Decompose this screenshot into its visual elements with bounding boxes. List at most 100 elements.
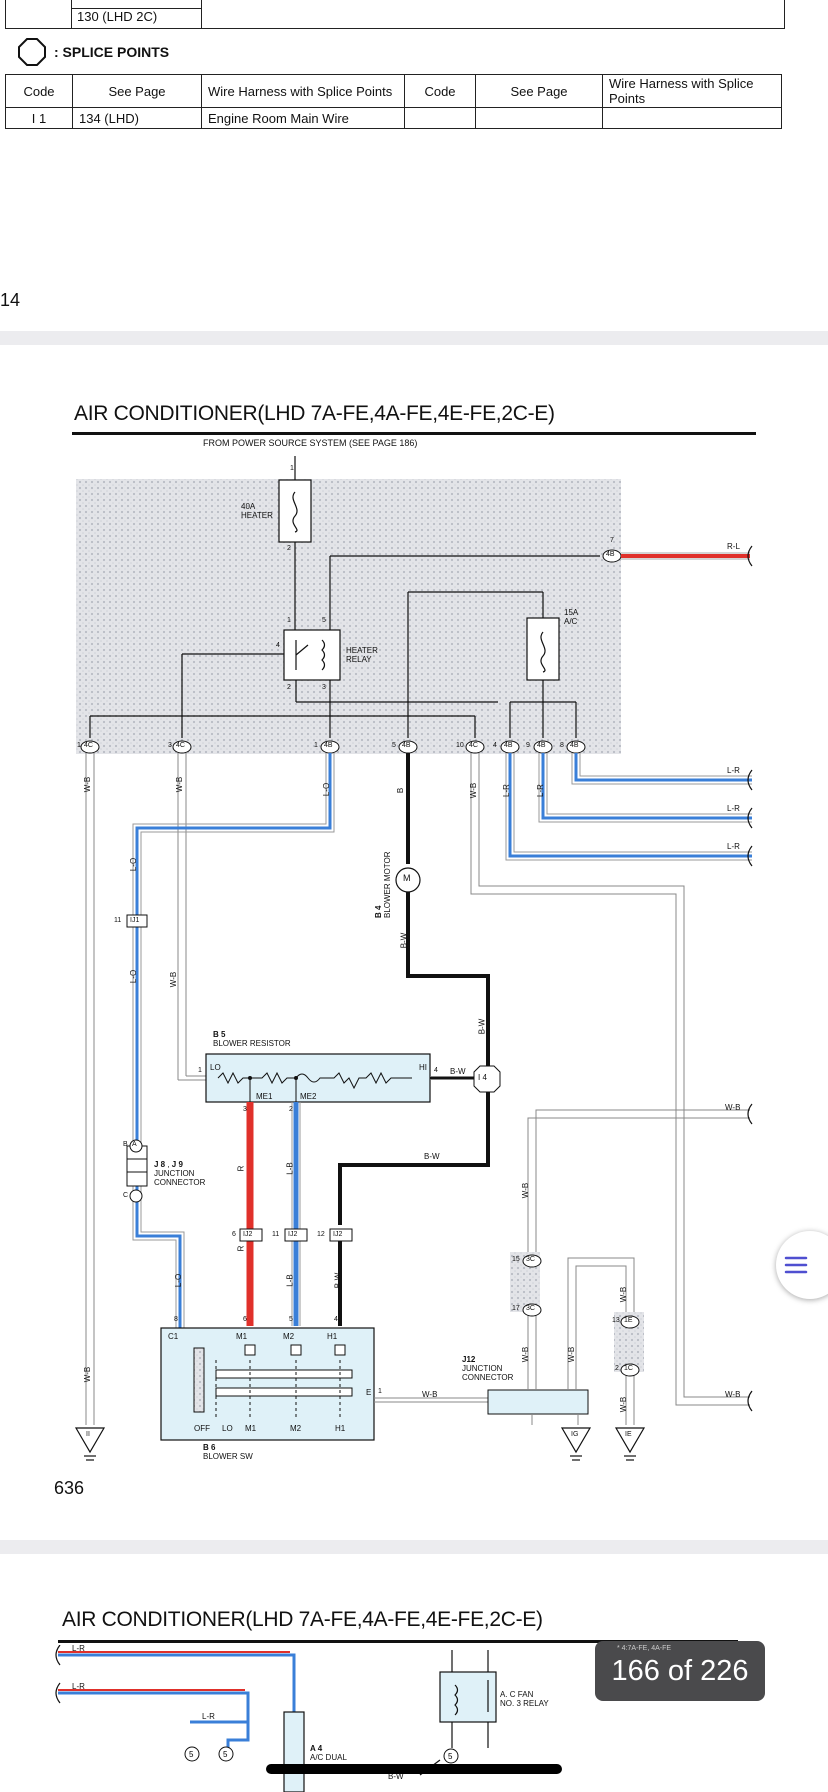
conn-label: 4B xyxy=(324,742,333,749)
pin-number: 13 xyxy=(612,1317,620,1324)
wire-label: L-R xyxy=(727,804,740,813)
pin-number: 8 xyxy=(560,742,564,749)
connector-4c-3 xyxy=(172,740,192,754)
conn-label: 1C xyxy=(624,1365,633,1372)
col-code-2: Code xyxy=(404,74,476,108)
next-relay-label: A. C FAN NO. 3 RELAY xyxy=(500,1690,549,1708)
sw-m1: M1 xyxy=(245,1424,257,1433)
page-separator xyxy=(0,1540,828,1554)
conn-label: IJ2 xyxy=(243,1231,253,1238)
pin-number: 1 xyxy=(198,1067,202,1074)
splice-octagon-icon xyxy=(18,38,46,66)
wire-label: L-R xyxy=(202,1712,215,1721)
wire-label: B-W xyxy=(477,1018,487,1035)
wire-label: L-B xyxy=(285,1274,295,1287)
conn-label: 4B xyxy=(606,551,615,558)
motor-glyph: M xyxy=(403,873,411,883)
wire-label: W-B xyxy=(83,1366,93,1383)
conn-label: IJ1 xyxy=(130,917,140,924)
conn-label: 4B xyxy=(537,742,546,749)
wire-label: R-L xyxy=(727,542,740,551)
pin-number: 8 xyxy=(174,1316,178,1323)
wire-label: L-R xyxy=(727,842,740,851)
col-see-page: See Page xyxy=(72,74,202,108)
ground-ie-label: IE xyxy=(625,1431,632,1438)
ground-ii-label: II xyxy=(86,1431,90,1438)
next-page-title: AIR CONDITIONER(LHD 7A-FE,4A-FE,4E-FE,2C… xyxy=(62,1608,543,1631)
pin-number: 4 xyxy=(493,742,497,749)
sw-m2: M2 xyxy=(290,1424,302,1433)
page-counter-badge: * 4:7A-FE, 4A-FE 166 of 226 xyxy=(595,1641,765,1701)
wire-label: L-R xyxy=(72,1682,85,1691)
connector-4c-1 xyxy=(80,740,100,754)
conn-label: 4B xyxy=(504,742,513,749)
pin-number: 4 xyxy=(334,1316,338,1323)
ground-ig-label: IG xyxy=(571,1431,579,1438)
resistor-me2: ME2 xyxy=(300,1092,317,1101)
pin-number: 3 xyxy=(168,742,172,749)
conn-label: 4B xyxy=(402,742,411,749)
pin-number: 6 xyxy=(243,1316,247,1323)
pin-number: 5 xyxy=(322,617,326,624)
pin-number: 15 xyxy=(512,1256,520,1263)
pin-number: 3 xyxy=(322,684,326,691)
wire-label: W-B xyxy=(619,1396,629,1413)
wire-label: W-B xyxy=(725,1390,741,1399)
pin-number: 1 xyxy=(290,465,294,472)
pin-number: 5 xyxy=(392,742,396,749)
resistor-me1: ME1 xyxy=(256,1092,273,1101)
col-harness-2: Wire Harness with Splice Points xyxy=(602,74,782,108)
fuse-40a-label: 40A HEATER xyxy=(241,502,273,520)
top-page-number: 14 xyxy=(0,290,21,310)
conn-label: 3C xyxy=(526,1305,535,1312)
pin-number: 5 xyxy=(289,1316,293,1323)
conn-label: 4C xyxy=(84,742,93,749)
wire-label: W-B xyxy=(619,1286,629,1303)
wire-label: W-B xyxy=(175,776,185,793)
blower-resistor-label: B 5 BLOWER RESISTOR xyxy=(213,1030,291,1048)
next-footnote: * 4:7A-FE, 4A-FE xyxy=(617,1645,672,1652)
splice-table: Code See Page Wire Harness with Splice P… xyxy=(5,74,782,129)
junction-j8-label: J 8 , J 9 JUNCTION CONNECTOR xyxy=(154,1160,206,1187)
wire-label: W-B xyxy=(521,1346,531,1363)
wire-label: L-R xyxy=(501,784,511,797)
col-see-page-2: See Page xyxy=(475,74,603,108)
wire-label: W-B xyxy=(169,971,179,988)
wire-label: L-B xyxy=(285,1162,295,1175)
wire-label: L-R xyxy=(535,784,545,797)
pin-number: 2 xyxy=(287,684,291,691)
pin-number: 2 xyxy=(289,1106,293,1113)
heater-relay-label: HEATER RELAY xyxy=(346,646,378,664)
wire-label: B-W xyxy=(424,1152,440,1161)
wire-label: B-W xyxy=(450,1067,466,1076)
home-indicator[interactable] xyxy=(266,1764,562,1774)
sw-c1: C1 xyxy=(168,1332,179,1341)
diagram-page-number: 636 xyxy=(54,1478,85,1498)
svg-text:5: 5 xyxy=(189,1750,194,1759)
pin-number: 11 xyxy=(114,917,122,924)
pin-number: 12 xyxy=(317,1231,325,1238)
pin-number: 1 xyxy=(378,1388,382,1395)
wire-label: W-B xyxy=(521,1182,531,1199)
conn-label: 4B xyxy=(570,742,579,749)
prev-table-tail: 130 (LHD 2C) xyxy=(5,0,785,30)
col-harness: Wire Harness with Splice Points xyxy=(201,74,405,108)
next-a4-label: A 4 A/C DUAL xyxy=(310,1744,347,1762)
conn-label: IJ2 xyxy=(333,1231,343,1238)
pin-number: 2 xyxy=(615,1365,619,1372)
conn-label: C xyxy=(123,1192,129,1199)
conn-label: A xyxy=(132,1141,137,1148)
blower-motor-label: B 4 BLOWER MOTOR xyxy=(374,851,392,918)
pin-number: 4 xyxy=(434,1067,438,1074)
sw-h1-top: H1 xyxy=(327,1332,338,1341)
pin-number: 11 xyxy=(272,1231,280,1238)
conn-label: 1E xyxy=(624,1317,633,1324)
blower-sw-label: B 6 BLOWER SW xyxy=(203,1443,253,1461)
scroll-menu-button[interactable] xyxy=(776,1231,828,1299)
page-counter-text: 166 of 226 xyxy=(611,1655,749,1687)
pin-number: 4 xyxy=(276,642,280,649)
conn-label: 4C xyxy=(176,742,185,749)
splice-table-header: Code See Page Wire Harness with Splice P… xyxy=(5,74,782,108)
svg-text:5: 5 xyxy=(448,1752,453,1761)
sw-off: OFF xyxy=(194,1424,210,1433)
